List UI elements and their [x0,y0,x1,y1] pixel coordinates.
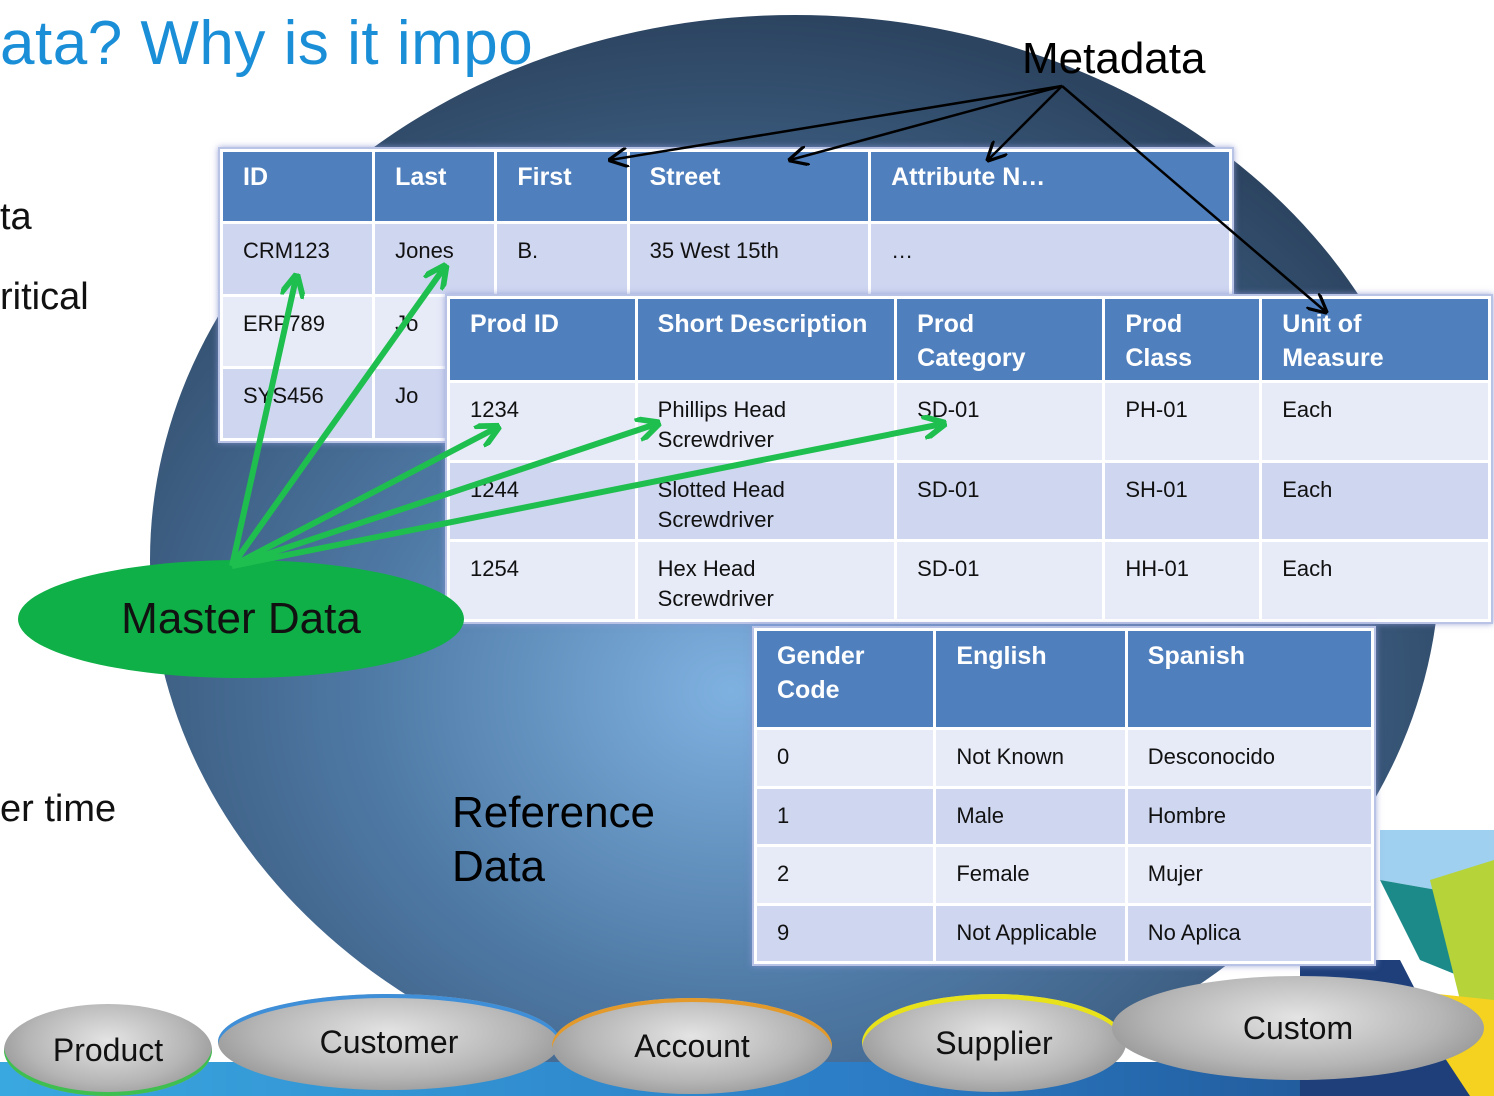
table-cell: Mujer [1127,847,1371,903]
table-row: 1254 Hex Head Screwdriver SD-01 HH-01 Ea… [450,542,1488,619]
product-header-cell: Prod Category [897,299,1103,380]
product-table: Prod ID Short Description Prod Category … [445,294,1493,624]
customer-header-cell: Last [375,152,495,222]
gender-code-table: Gender Code English Spanish 0 Not Known … [752,626,1376,966]
customer-header-cell: Attribute N… [871,152,1229,222]
product-header-row: Prod ID Short Description Prod Category … [450,299,1488,380]
domain-label: Supplier [935,1024,1053,1061]
table-row: 9 Not Applicable No Aplica [757,905,1371,961]
table-cell: PH-01 [1105,382,1260,460]
table-cell: Not Applicable [936,905,1125,961]
customer-header-cell: Street [629,152,869,222]
table-cell: SYS456 [223,368,373,438]
table-cell: Slotted Head Screwdriver [637,462,895,540]
domain-label: Account [634,1027,750,1064]
domain-label: Custom [1242,1009,1354,1046]
table-row: 1234 Phillips Head Screwdriver SD-01 PH-… [450,382,1488,460]
master-data-label: Master Data [121,594,361,643]
slide-title: ata? Why is it impo [0,9,534,78]
table-cell: CRM123 [223,224,373,294]
domain-oval-supplier[interactable]: Supplier [862,994,1126,1092]
table-cell: Phillips Head Screwdriver [637,382,895,460]
table-cell: B. [497,224,627,294]
customer-header-row: ID Last First Street Attribute N… [223,152,1229,222]
table-cell: 1254 [450,542,635,619]
domain-oval-customer[interactable]: Customer [218,994,560,1090]
table-row: 0 Not Known Desconocido [757,730,1371,786]
table-cell: Each [1262,542,1488,619]
table-cell: Hombre [1127,788,1371,845]
domain-oval-account[interactable]: Account [552,998,832,1094]
bullet-text-3: er time [0,788,117,830]
table-cell: SH-01 [1105,462,1260,540]
table-row: 2 Female Mujer [757,847,1371,903]
table-cell: 1244 [450,462,635,540]
domain-label: Customer [319,1023,459,1060]
table-cell: SD-01 [897,542,1103,619]
table-cell: Hex Head Screwdriver [637,542,895,619]
table-cell: SD-01 [897,462,1103,540]
domain-oval-custom[interactable]: Custom [1112,976,1484,1080]
table-cell: 35 West 15th [629,224,869,294]
master-data-oval: Master Data [18,560,464,678]
bullet-text-1: ta [0,196,32,238]
table-cell: Not Known [936,730,1125,786]
product-header-cell: Prod Class [1105,299,1260,380]
table-cell: 9 [757,905,934,961]
gender-header-row: Gender Code English Spanish [757,631,1371,728]
table-row: CRM123 Jones B. 35 West 15th … [223,224,1229,294]
domain-oval-product[interactable]: Product [4,1004,212,1096]
table-cell: Female [936,847,1125,903]
table-cell: Each [1262,382,1488,460]
reference-data-label: Reference Data [452,788,656,891]
table-cell: Male [936,788,1125,845]
product-header-cell: Short Description [637,299,895,380]
product-header-cell: Prod ID [450,299,635,380]
gender-header-cell: English [936,631,1125,728]
table-cell: SD-01 [897,382,1103,460]
table-cell: Each [1262,462,1488,540]
table-cell: 0 [757,730,934,786]
table-cell: Desconocido [1127,730,1371,786]
customer-header-cell: First [497,152,627,222]
table-cell: ERP789 [223,296,373,366]
table-row: 1 Male Hombre [757,788,1371,845]
gender-header-cell: Spanish [1127,631,1371,728]
table-cell: 1 [757,788,934,845]
product-header-cell: Unit of Measure [1262,299,1488,380]
table-cell: … [871,224,1229,294]
metadata-label: Metadata [1022,34,1206,83]
table-cell: Jones [375,224,495,294]
table-row: 1244 Slotted Head Screwdriver SD-01 SH-0… [450,462,1488,540]
bullet-text-2: ritical [0,276,89,318]
table-cell: 2 [757,847,934,903]
gender-header-cell: Gender Code [757,631,934,728]
table-cell: 1234 [450,382,635,460]
customer-header-cell: ID [223,152,373,222]
table-cell: No Aplica [1127,905,1371,961]
domain-label: Product [52,1031,164,1068]
table-cell: HH-01 [1105,542,1260,619]
